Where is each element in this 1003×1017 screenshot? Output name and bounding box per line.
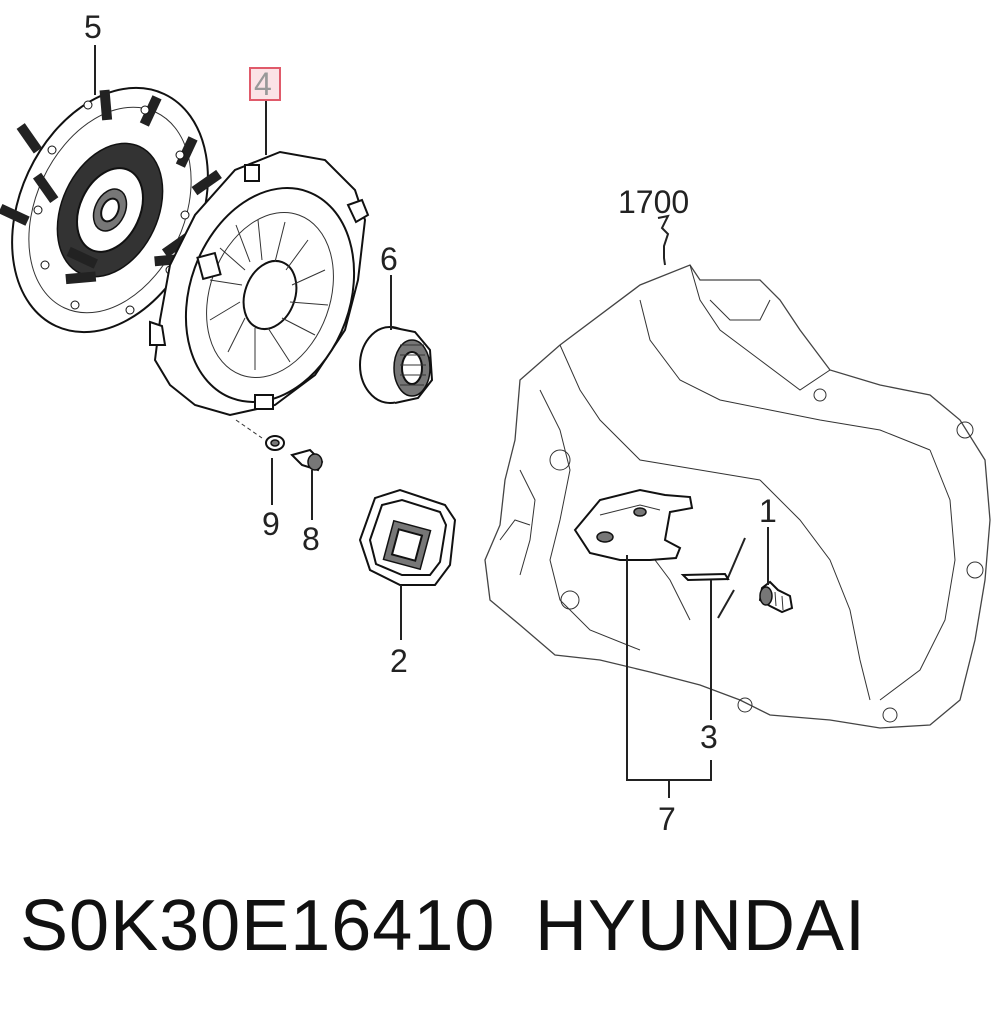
callout-4[interactable]: 4 (254, 66, 272, 102)
brand-name: HYUNDAI (535, 886, 867, 966)
callout-6: 6 (380, 241, 398, 277)
callout-1: 1 (759, 493, 777, 529)
cover-bolt (290, 448, 324, 472)
callout-9: 9 (262, 506, 280, 542)
release-bearing (359, 326, 434, 404)
highlight-box (249, 67, 281, 101)
callout-7: 7 (658, 801, 676, 837)
leader-lines (94, 45, 769, 798)
callout-1700: 1700 (618, 184, 689, 220)
transmission-housing (484, 264, 991, 729)
washer (265, 435, 285, 451)
pivot-bolt (758, 580, 794, 614)
clutch-exploded-diagram: 5 4 6 1700 9 8 2 1 3 7 (0, 9, 991, 837)
callout-8: 8 (302, 521, 320, 557)
callout-3: 3 (700, 719, 718, 755)
clutch-cover (149, 150, 370, 417)
dashed-guide (235, 419, 263, 439)
dust-boot (358, 488, 457, 586)
callout-2: 2 (390, 643, 408, 679)
part-number: S0K30E16410 (20, 886, 496, 966)
caption: S0K30E16410 HYUNDAI (0, 885, 1003, 995)
callout-5: 5 (84, 9, 102, 45)
retaining-spring (680, 537, 746, 619)
clutch-disc (0, 86, 222, 334)
release-fork (573, 488, 694, 561)
